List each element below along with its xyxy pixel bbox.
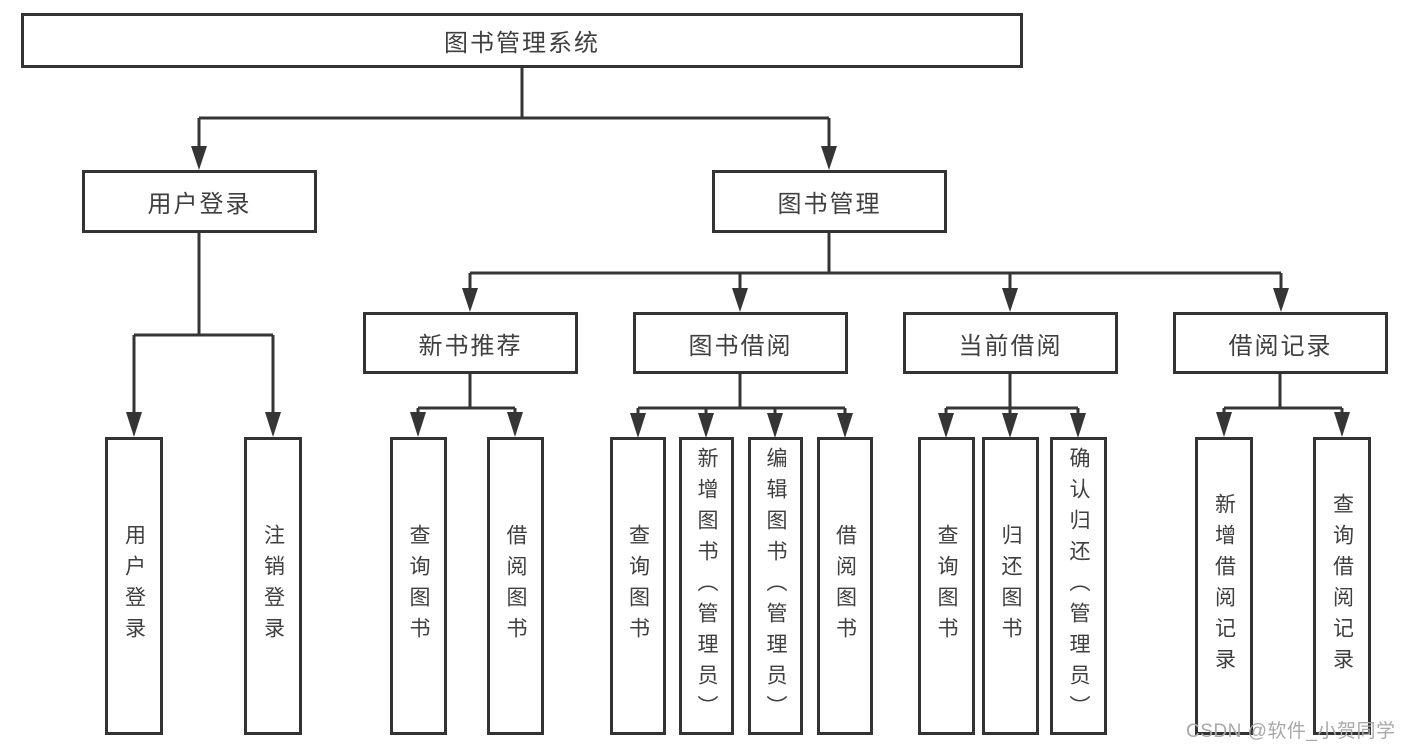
node-current-return-book: 归还图书 bbox=[982, 437, 1039, 735]
node-borrowing: 图书借阅 bbox=[633, 312, 848, 374]
node-borrowing-borrow-book: 借阅图书 bbox=[817, 437, 873, 735]
connector-new-books-branch bbox=[416, 374, 517, 416]
node-borrowing-query-book: 查询图书 bbox=[610, 437, 666, 735]
node-login-branch-label: 用户登录 bbox=[147, 191, 252, 218]
node-borrowing-add-book: 新增图书（管理员） bbox=[679, 437, 734, 735]
node-current-confirm-return: 确认归还（管理员） bbox=[1050, 437, 1107, 735]
node-borrowing-edit-book: 编辑图书（管理员） bbox=[748, 437, 803, 735]
node-user-login: 用户登录 bbox=[105, 437, 163, 735]
node-records-label: 借阅记录 bbox=[1228, 332, 1333, 360]
node-management-branch-label: 图书管理 bbox=[777, 191, 882, 218]
node-current: 当前借阅 bbox=[903, 312, 1118, 374]
connector-current-branch bbox=[944, 374, 1080, 417]
node-new-books-query-book: 查询图书 bbox=[390, 437, 447, 735]
node-current-label: 当前借阅 bbox=[958, 332, 1063, 360]
arrowheads bbox=[126, 146, 1350, 438]
node-login-branch: 用户登录 bbox=[82, 170, 317, 233]
node-records: 借阅记录 bbox=[1173, 312, 1388, 374]
csdn-watermark: CSDN @软件_小贺同学 bbox=[1186, 721, 1396, 742]
connector-root bbox=[197, 68, 831, 150]
node-root-label: 图书管理系统 bbox=[444, 30, 600, 57]
node-logout: 注销登录 bbox=[244, 437, 302, 735]
node-management-branch: 图书管理 bbox=[712, 170, 947, 233]
node-root: 图书管理系统 bbox=[21, 13, 1023, 68]
connector-management-branch bbox=[468, 233, 1283, 292]
connector-login-branch bbox=[132, 233, 275, 416]
node-new-books-borrow-book: 借阅图书 bbox=[487, 437, 544, 735]
connector-borrowing-branch bbox=[636, 374, 847, 417]
node-new-books-label: 新书推荐 bbox=[418, 332, 523, 360]
node-new-books: 新书推荐 bbox=[363, 312, 578, 374]
node-records-query-record: 查询借阅记录 bbox=[1313, 437, 1371, 735]
connector-records-branch bbox=[1222, 374, 1344, 416]
node-current-query-book: 查询图书 bbox=[918, 437, 975, 735]
node-borrowing-label: 图书借阅 bbox=[688, 332, 793, 360]
node-records-add-record: 新增借阅记录 bbox=[1195, 437, 1253, 735]
